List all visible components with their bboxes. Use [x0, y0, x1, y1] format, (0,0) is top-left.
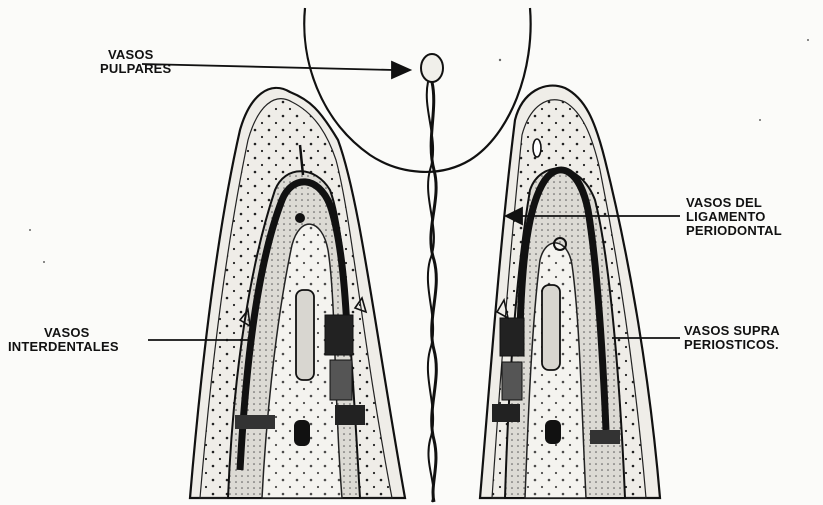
- label-line: VASOS DEL: [686, 196, 782, 210]
- label-vasos-pulpares: VASOS PULPARES: [100, 48, 171, 76]
- label-line: LIGAMENTO: [686, 210, 782, 224]
- label-vasos-ligamento-periodontal: VASOS DEL LIGAMENTO PERIODONTAL: [686, 196, 782, 238]
- right-papilla: [480, 86, 660, 498]
- label-line: INTERDENTALES: [8, 340, 119, 354]
- label-line: PULPARES: [100, 62, 171, 76]
- pulp-vessel: [421, 54, 443, 502]
- label-vasos-interdentales: VASOS INTERDENTALES: [8, 326, 119, 354]
- left-papilla: [190, 88, 405, 498]
- label-line: PERIODONTAL: [686, 224, 782, 238]
- label-line: VASOS SUPRA: [684, 324, 780, 338]
- label-line: PERIOSTICOS.: [684, 338, 780, 352]
- label-line: VASOS: [8, 326, 119, 340]
- label-line: VASOS: [100, 48, 171, 62]
- label-vasos-supraperiosticos: VASOS SUPRA PERIOSTICOS.: [684, 324, 780, 352]
